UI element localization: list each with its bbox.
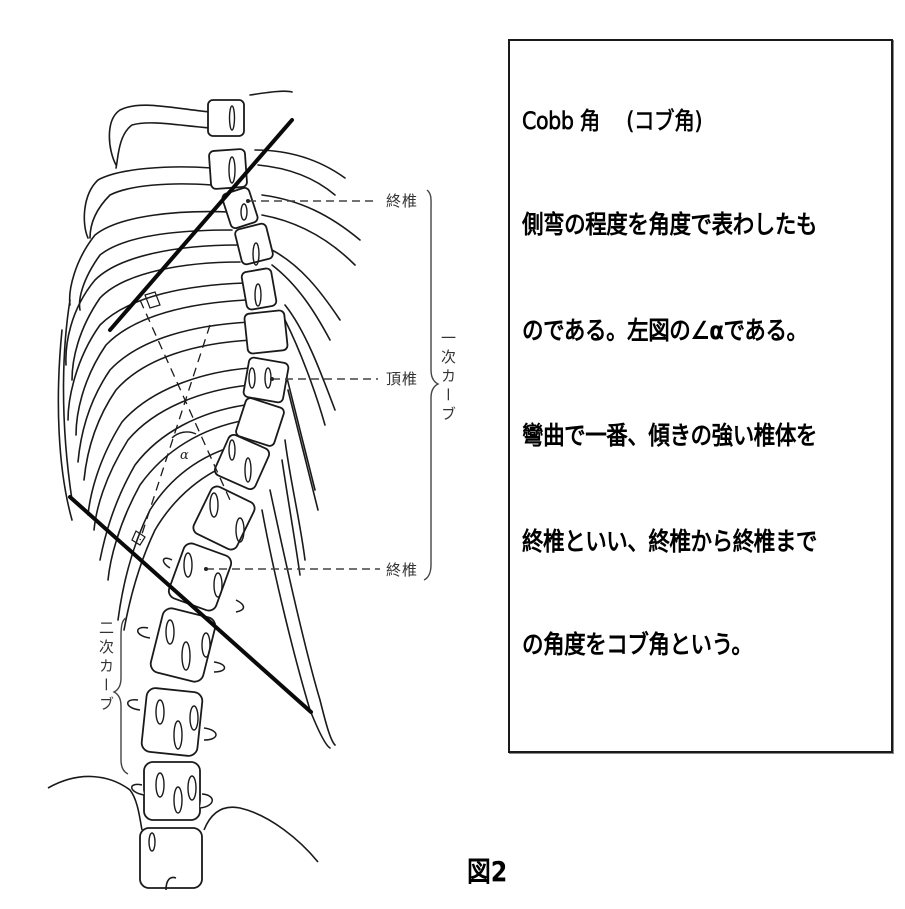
apex-vertebra-label: 頂椎 (386, 370, 419, 388)
lower-end-vertebra-label: 終椎 (386, 561, 419, 579)
scoliosis-spine-illustration: 終椎 頂椎 終椎 一次カーブ 二次カーブ α (47, 90, 457, 891)
explanation-line-4: 終椎といい、終椎から終椎まで (522, 527, 817, 556)
explanation-line-5: の角度をコブ角という。 (522, 630, 753, 659)
spine-drawing (47, 90, 440, 891)
upper-end-vertebra-label: 終椎 (386, 192, 419, 210)
cobb-angle-explanation-box: Cobb 角 (コブ角) 側弯の程度を角度で表わしたも のである。左図の∠αであ… (508, 39, 893, 753)
angle-alpha-label: α (180, 448, 189, 463)
explanation-title: Cobb 角 (コブ角) (522, 107, 703, 136)
explanation-line-1: 側弯の程度を角度で表わしたも (522, 210, 817, 239)
explanation-line-3: 彎曲で一番、傾きの強い椎体を (522, 421, 817, 450)
figure-caption: 図2 (467, 855, 508, 888)
secondary-curve-label: 二次カーブ (97, 620, 115, 715)
explanation-line-2: のである。左図の∠αである。 (522, 316, 808, 345)
primary-curve-label: 一次カーブ (439, 330, 457, 425)
